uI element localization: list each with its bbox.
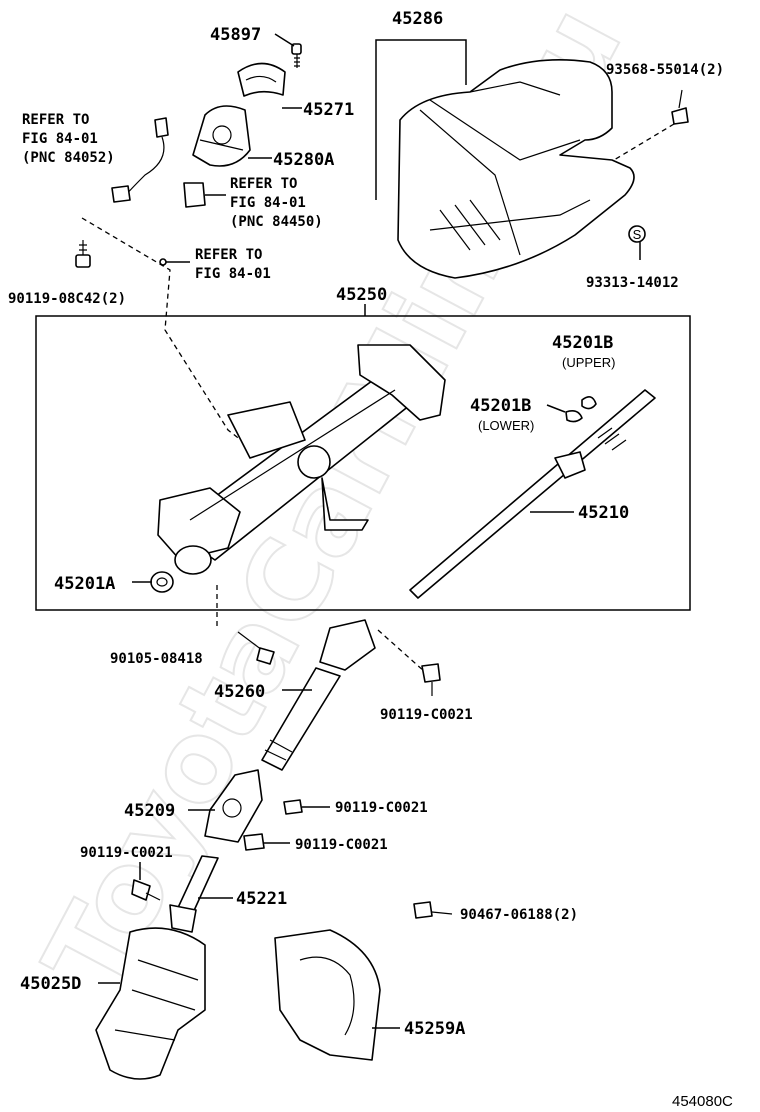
bushing-45201a — [150, 571, 174, 593]
bushing-45201b-upper — [581, 396, 597, 410]
label-45280a: 45280A — [273, 150, 334, 170]
label-45250: 45250 — [336, 285, 387, 305]
refer-note-84052-line1: REFER TO — [22, 112, 89, 128]
s-washer-93313: S — [628, 225, 646, 243]
switch-body-45280a — [192, 105, 251, 167]
dashed-guide-upper — [81, 217, 261, 456]
label-45221: 45221 — [236, 889, 287, 909]
column-assembly — [157, 344, 446, 575]
label-90119-08c42: 90119-08C42(2) — [8, 291, 126, 307]
label-90119-c0021-c: 90119-C0021 — [295, 837, 388, 853]
label-90119-c0021-b: 90119-C0021 — [335, 800, 428, 816]
boot-45025d — [95, 927, 206, 1080]
label-93568-55014: 93568-55014(2) — [606, 62, 724, 78]
label-90467-06188: 90467-06188(2) — [460, 907, 578, 923]
label-90119-c0021-a: 90119-C0021 — [380, 707, 473, 723]
label-90105-08418: 90105-08418 — [110, 651, 203, 667]
connector-84052 — [111, 117, 169, 203]
clamp-45271 — [237, 62, 286, 97]
assembly-box-45250 — [35, 315, 691, 611]
label-45201b-upper: 45201B — [552, 333, 613, 353]
dashed-guide-right — [377, 629, 426, 673]
label-45286: 45286 — [392, 9, 443, 29]
label-93313-14012: 93313-14012 — [586, 275, 679, 291]
label-45201a: 45201A — [54, 574, 115, 594]
refer-note-3-line2: FIG 84-01 — [195, 266, 271, 282]
bolt-90105-08418 — [237, 631, 275, 665]
dashed-93568 — [613, 123, 675, 161]
figure-code: 454080C — [672, 1093, 733, 1110]
label-45260: 45260 — [214, 682, 265, 702]
label-45210: 45210 — [578, 503, 629, 523]
shaft-45221 — [169, 855, 219, 933]
bushing-45201b-lower — [565, 410, 583, 423]
connector-84450 — [183, 182, 206, 208]
label-45271: 45271 — [303, 100, 354, 120]
bolt-90119-c0021-c — [243, 833, 265, 851]
refer-note-84450-line2: FIG 84-01 — [230, 195, 306, 211]
screw-93568 — [671, 89, 689, 125]
shaft-45210 — [409, 389, 656, 599]
screw-45897 — [291, 43, 302, 68]
clip-90467-06188 — [413, 901, 453, 919]
label-45201b-lower: 45201B — [470, 396, 531, 416]
leader-45897 — [274, 33, 295, 47]
cover-45259a — [274, 929, 381, 1061]
refer-note-84052-line2: FIG 84-01 — [22, 131, 98, 147]
bolt-90119-c0021-b — [283, 799, 303, 815]
label-45025d: 45025D — [20, 974, 81, 994]
note-upper: (UPPER) — [562, 355, 615, 370]
refer-note-3-line1: REFER TO — [195, 247, 262, 263]
refer-note-84450-line3: (PNC 84450) — [230, 214, 323, 230]
label-45209: 45209 — [124, 801, 175, 821]
column-cover-45286 — [397, 58, 635, 279]
intermediate-shaft-45260 — [261, 619, 376, 771]
svg-text:S: S — [633, 227, 642, 242]
bolt-90119-c0021-d — [131, 879, 161, 901]
label-45259a: 45259A — [404, 1019, 465, 1039]
leader-45201b-lower — [546, 404, 566, 413]
bolt-90119-c0021-a — [421, 663, 441, 696]
bracket-45286 — [375, 39, 467, 200]
note-lower: (LOWER) — [478, 418, 534, 433]
refer-note-84052-line3: (PNC 84052) — [22, 150, 115, 166]
refer-note-84450-line1: REFER TO — [230, 176, 297, 192]
label-45897: 45897 — [210, 25, 261, 45]
bolt-90119-08c42 — [75, 240, 91, 268]
label-90119-c0021-d: 90119-C0021 — [80, 845, 173, 861]
